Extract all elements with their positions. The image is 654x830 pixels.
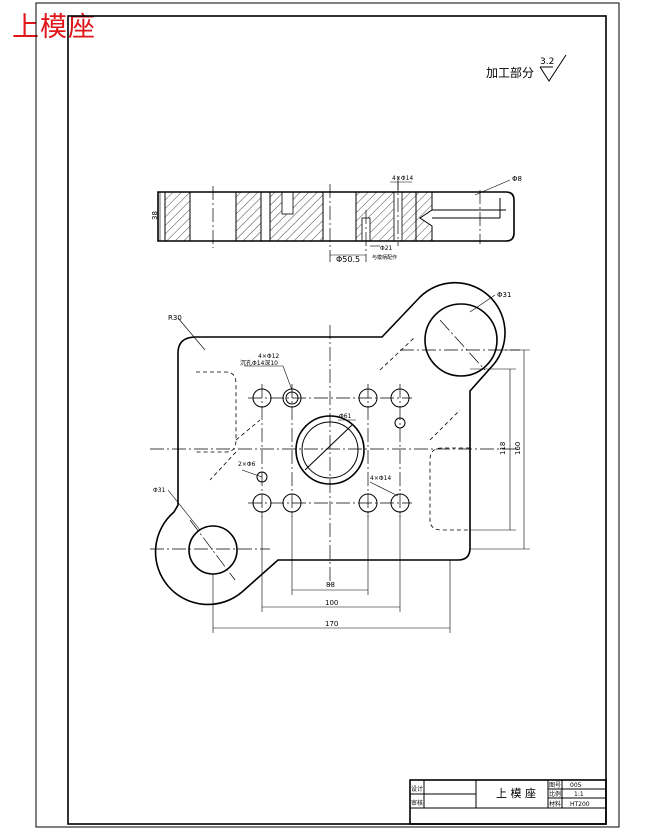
title-scale-label: 比例: [549, 790, 561, 798]
section-view: 38 4×Φ14 Φ8 Φ50.5 Φ21 与模柄配作: [151, 175, 522, 264]
section-small-hole-label: Φ21: [380, 245, 393, 252]
title-material-label: 材料: [549, 800, 561, 808]
screw-holes: [248, 384, 412, 517]
outer-frame: [35, 2, 620, 828]
title-scale-value: 1:1: [574, 791, 584, 798]
hidden-pocket-right: [429, 447, 470, 531]
section-segment: [235, 191, 262, 242]
section-holes-label: 4×Φ14: [392, 175, 413, 182]
dim-vertical-inner: 118: [499, 442, 507, 455]
surface-roughness-note: 加工部分 3.2: [486, 54, 567, 82]
title-drawing-no-label: 图号: [549, 782, 561, 789]
center-hole: [295, 415, 365, 485]
title-part-name: 上 模 座: [496, 786, 536, 800]
label-radius: R30: [168, 314, 182, 322]
inner-frame: [67, 15, 607, 825]
hidden-rib-lower: [209, 409, 461, 481]
title-design-label: 设计: [411, 785, 423, 793]
title-check-label: 审核: [411, 799, 423, 807]
section-note-label: 与模柄配作: [372, 254, 397, 261]
section-segment: [164, 191, 191, 242]
roughness-symbol: [539, 54, 567, 82]
section-segment: [415, 191, 433, 242]
section-bore-label: Φ50.5: [336, 255, 360, 264]
plan-view: R30 Φ31 4×Φ12 沉孔Φ14深10 Φ61 2×Φ6 4×Φ14 Φ3…: [150, 281, 530, 633]
section-outline: [157, 191, 515, 242]
plan-outline: [154, 281, 506, 606]
section-leader-label: Φ8: [512, 175, 522, 183]
hidden-pocket-left: [196, 371, 237, 453]
surface-note-label: 加工部分: [486, 65, 534, 80]
section-height-label: 38: [151, 211, 159, 220]
hidden-rib-upper: [235, 337, 415, 441]
label-two-holes: 2×Φ6: [238, 461, 256, 468]
title-drawing-no-value: 005: [570, 782, 582, 789]
label-counterbore: 沉孔Φ14深10: [240, 359, 278, 367]
title-material-value: HT200: [570, 801, 590, 808]
dim-vertical-outer: 160: [514, 442, 522, 455]
label-bottom-left-hole: Φ31: [153, 487, 166, 494]
roughness-value: 3.2: [540, 57, 554, 67]
label-four-holes-right: 4×Φ14: [370, 475, 391, 482]
label-top-right-hole: Φ31: [497, 291, 511, 299]
boss-hole-bottom-left: [188, 525, 238, 575]
drawing-corner-title: 上模座: [12, 12, 96, 43]
label-center-hole: Φ61: [339, 413, 352, 420]
center-hole-chamfer: [301, 421, 359, 479]
dim-middle-bottom: 100: [325, 599, 338, 607]
boss-hole-top-right: [424, 303, 498, 377]
title-block: 设计 审核 上 模 座 图号 005 比例 1:1 材料 HT200: [409, 779, 607, 825]
label-four-holes-left: 4×Φ12: [258, 353, 279, 360]
dim-outer-bottom: 170: [325, 620, 338, 628]
section-segment: [269, 191, 324, 242]
dim-inner-bottom: 88: [326, 581, 335, 589]
